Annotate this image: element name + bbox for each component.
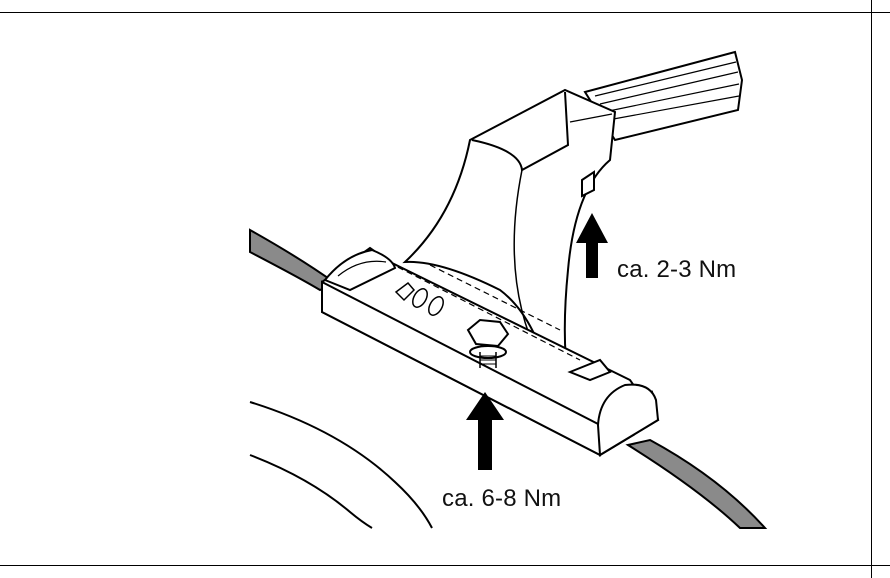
torque-arrows [466, 213, 608, 470]
right-end-cap [567, 358, 660, 457]
frame-right-rule [871, 0, 872, 578]
frame-top-rule [0, 12, 890, 13]
base-markings [394, 281, 444, 316]
upper-torque-label: ca. 2-3 Nm [617, 256, 737, 283]
lower-torque-label: ca. 6-8 Nm [442, 485, 562, 512]
lower-arrow-icon [466, 392, 504, 470]
left-end-cap [323, 248, 397, 292]
bolt-icon [466, 318, 510, 368]
upper-arrow-icon [576, 213, 608, 278]
roof-curve-lines [249, 401, 433, 529]
cross-bar [583, 50, 744, 142]
frame-bottom-rule [0, 565, 890, 566]
